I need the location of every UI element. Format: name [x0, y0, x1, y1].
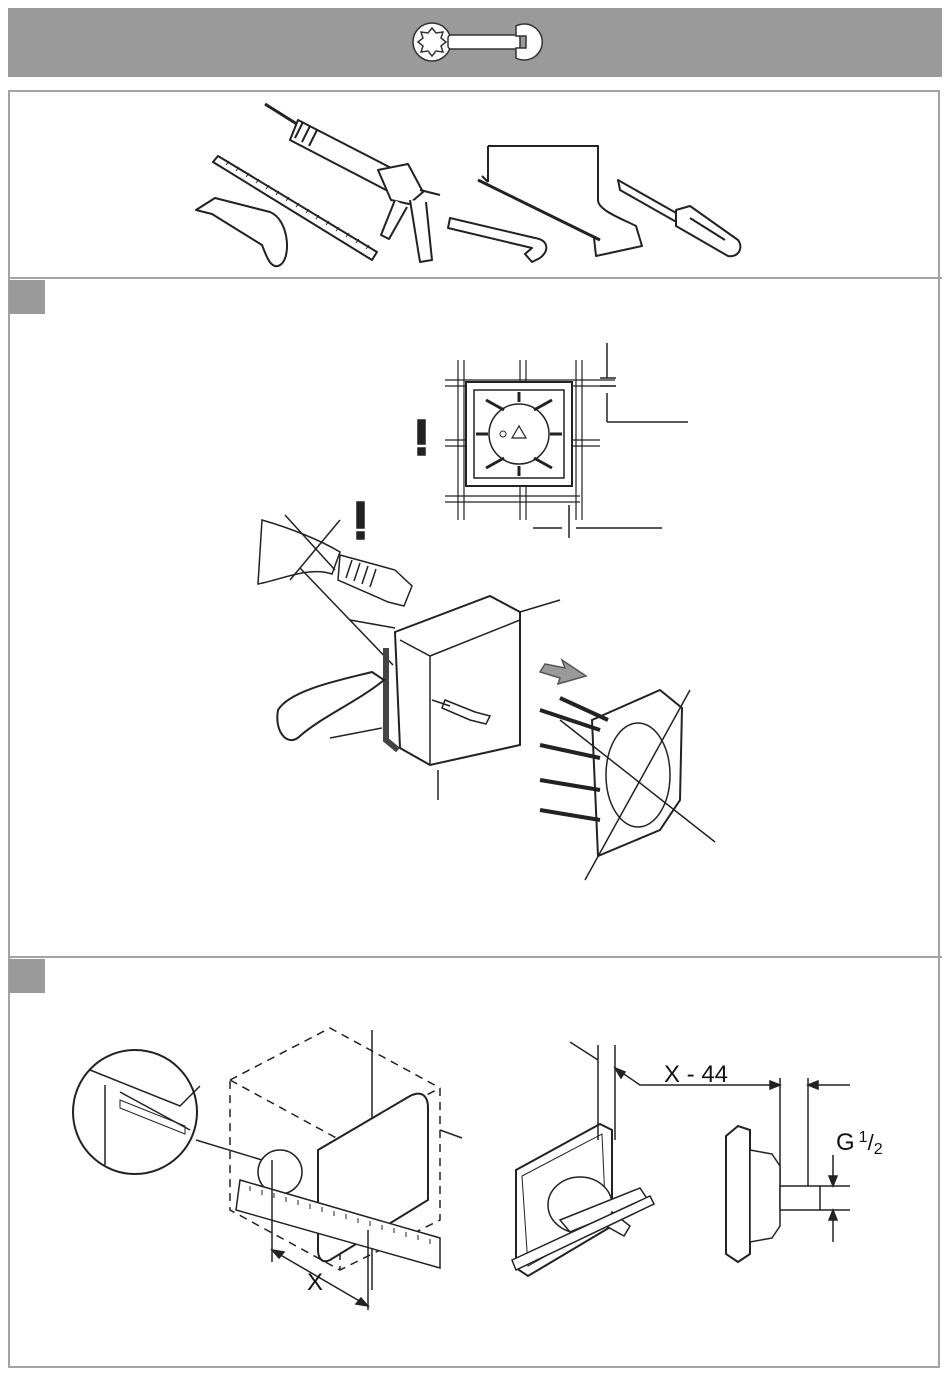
dimension-x44-label: X - 44 — [664, 1061, 728, 1088]
dimension-x-label: X — [307, 1269, 323, 1296]
magnifier-circle — [73, 1050, 197, 1174]
